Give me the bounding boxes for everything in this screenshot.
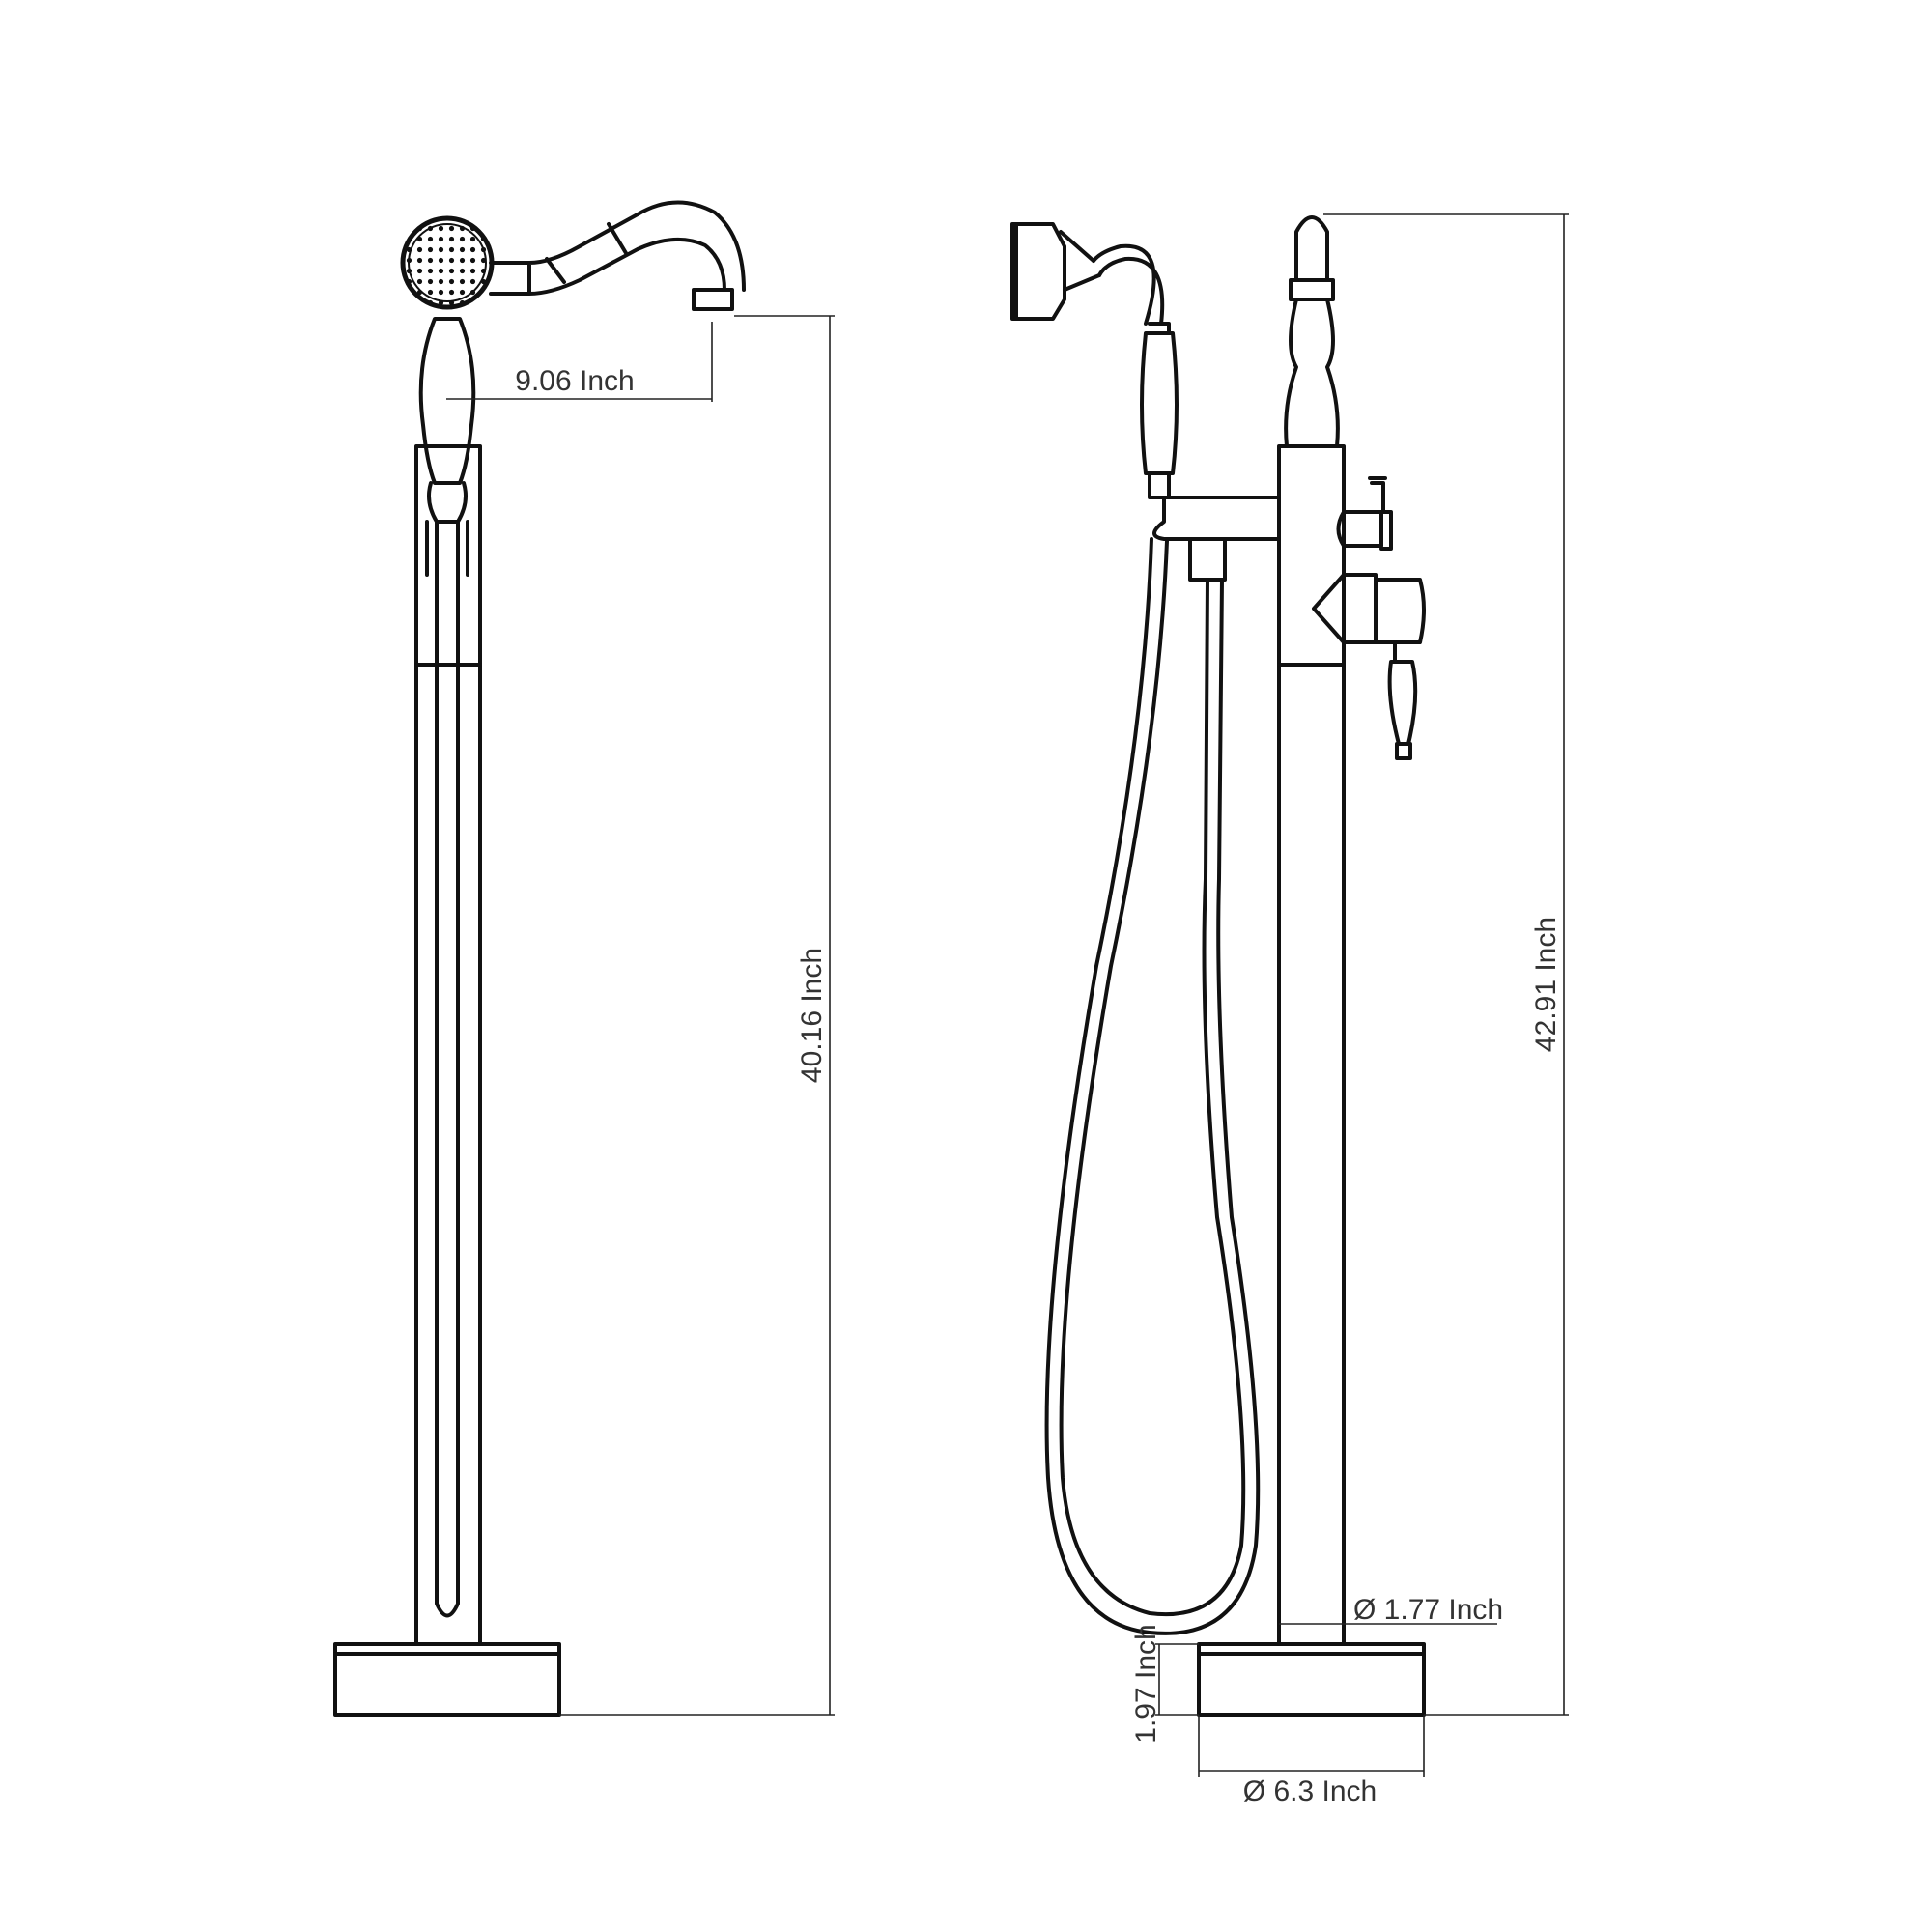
spout-reach-label: 9.06 Inch [515,365,634,397]
front-pole [414,444,482,1646]
side-spout-body [1284,215,1340,448]
pipe-diameter-label: Ø 1.77 Inch [1353,1594,1503,1626]
shower-head-face [400,215,495,310]
base-height-label: 1.97 Inch [1130,1624,1162,1743]
side-pole [1277,444,1346,1646]
hand-shower-arm [1152,496,1281,582]
spout-height-label: 40.16 Inch [796,948,828,1083]
front-handle [418,317,476,577]
mixing-handle [1312,573,1426,760]
hand-shower-head [1010,222,1101,321]
front-hose [435,520,460,1618]
diverter-valve [1336,476,1393,551]
front-view: 9.06 Inch 40.16 Inch [333,200,835,1717]
front-spout [489,200,746,311]
side-view: 42.91 Inch Ø 1.77 Inch 1.97 Inch Ø 6.3 I… [1010,213,1569,1807]
hand-shower-handle [1092,243,1179,499]
base-diameter-label: Ø 6.3 Inch [1243,1776,1377,1807]
total-height-label: 42.91 Inch [1530,917,1562,1052]
shower-hose [1044,537,1261,1635]
